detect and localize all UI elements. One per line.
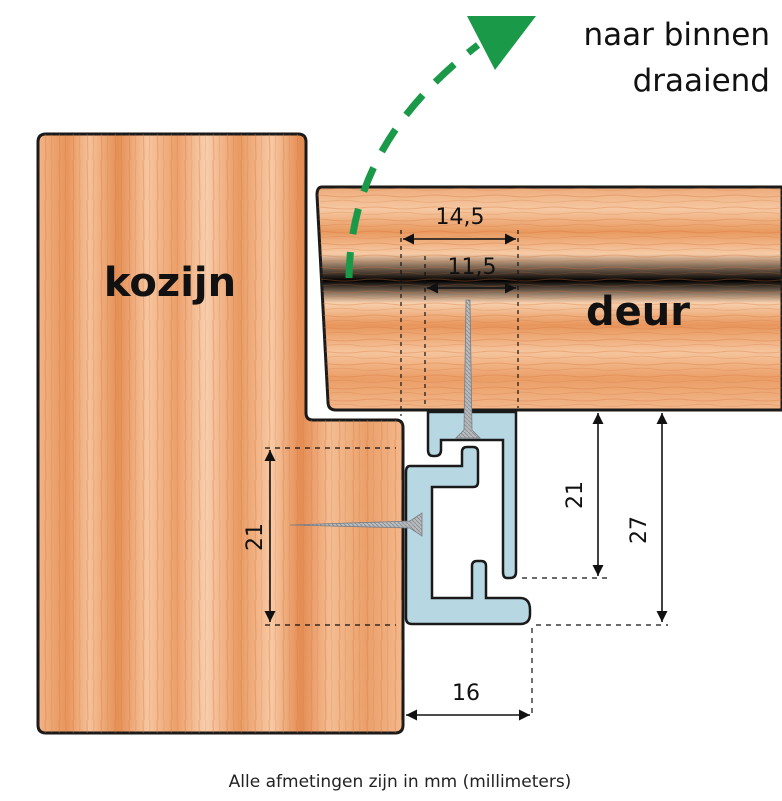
profile-frame-part — [404, 445, 532, 626]
frame-label: kozijn — [104, 260, 236, 306]
dim-door-outer-width: 14,5 — [436, 205, 485, 230]
hinge-profile — [404, 410, 532, 626]
arrowhead-icon — [467, 16, 536, 70]
frame-kozijn: kozijn — [36, 132, 405, 735]
screw-frame — [289, 512, 423, 537]
dimension-lines — [264, 230, 668, 721]
direction-title-line2: draaiend — [633, 63, 770, 99]
screw-door — [455, 299, 481, 439]
dim-profile-inner-height: 21 — [563, 481, 588, 509]
profile-door-part — [426, 410, 518, 580]
direction-title-line1: naar binnen — [583, 17, 770, 53]
dim-door-inner-width: 11,5 — [448, 255, 497, 280]
dim-profile-width: 16 — [452, 681, 480, 706]
door-deur: deur — [315, 185, 782, 412]
units-caption: Alle afmetingen zijn in mm (millimeters) — [229, 772, 572, 792]
swing-arc-icon — [345, 42, 481, 279]
dim-profile-total-height: 27 — [627, 516, 652, 544]
swing-direction-arrow — [345, 16, 536, 279]
dim-frame-rebate-height: 21 — [243, 523, 268, 551]
door-label: deur — [586, 289, 690, 335]
